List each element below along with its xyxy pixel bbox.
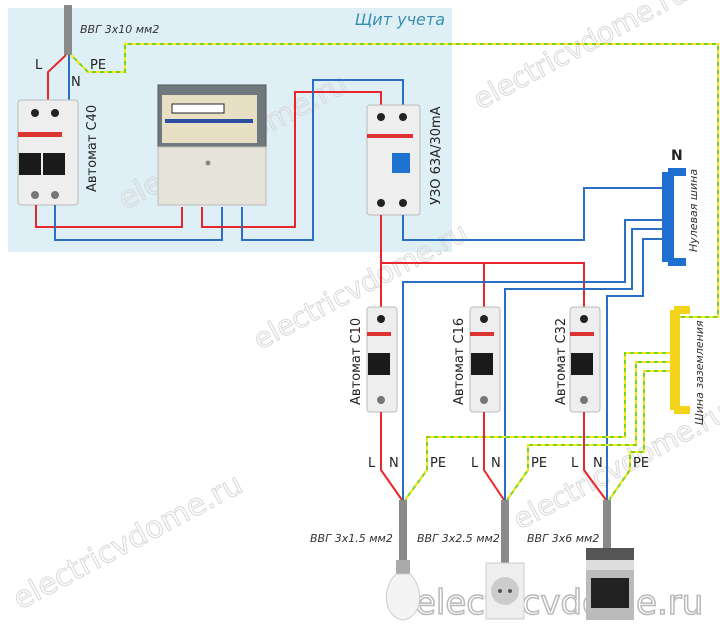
rcd-phase-in-wire bbox=[201, 91, 382, 228]
pe-wire-lamp bbox=[404, 352, 670, 501]
input-cable-label: ВВГ 3x10 мм2 bbox=[80, 23, 159, 36]
rcd-to-neutral-bus-wire bbox=[402, 187, 665, 241]
main-breaker-label: Автомат С40 bbox=[85, 105, 100, 192]
pe-wire-stove bbox=[608, 370, 670, 501]
input-cable bbox=[64, 5, 72, 55]
rcd-label: УЗО 63А/30mA bbox=[429, 106, 444, 205]
main-pe-wire bbox=[70, 43, 719, 318]
rcd-neutral-in-wire bbox=[241, 79, 404, 241]
rcd-device bbox=[366, 104, 421, 216]
neutral-bus-letter: N bbox=[671, 148, 683, 164]
main-breaker bbox=[17, 99, 79, 206]
meter-phase-in-wire bbox=[35, 205, 183, 228]
input-N-label: N bbox=[71, 75, 81, 90]
neutral-wire-lamp bbox=[402, 219, 665, 500]
neutral-bus bbox=[662, 168, 686, 266]
watermark-large: electricvdome.ru bbox=[415, 583, 703, 623]
watermark: electricvdome.ru bbox=[7, 467, 248, 617]
electricity-meter bbox=[157, 84, 267, 206]
neutral-wire-socket bbox=[504, 228, 665, 500]
neutral-bus-label: Нулевая шина bbox=[687, 169, 700, 252]
phase-bus-wire bbox=[381, 262, 585, 307]
ground-bus-label: Шина заземления bbox=[693, 320, 706, 425]
ground-bus bbox=[670, 306, 690, 414]
pe-wire-socket bbox=[506, 361, 670, 501]
input-PE-label: PE bbox=[90, 58, 106, 73]
watermark: electricvdome.ru bbox=[468, 0, 693, 116]
input-phase-wire bbox=[47, 54, 67, 100]
meter-neutral-in-wire bbox=[54, 205, 223, 241]
neutral-wire-stove bbox=[606, 238, 665, 500]
panel-title: Щит учета bbox=[355, 10, 445, 29]
input-L-label: L bbox=[35, 58, 43, 73]
watermark: electricvdome.ru bbox=[508, 396, 720, 537]
